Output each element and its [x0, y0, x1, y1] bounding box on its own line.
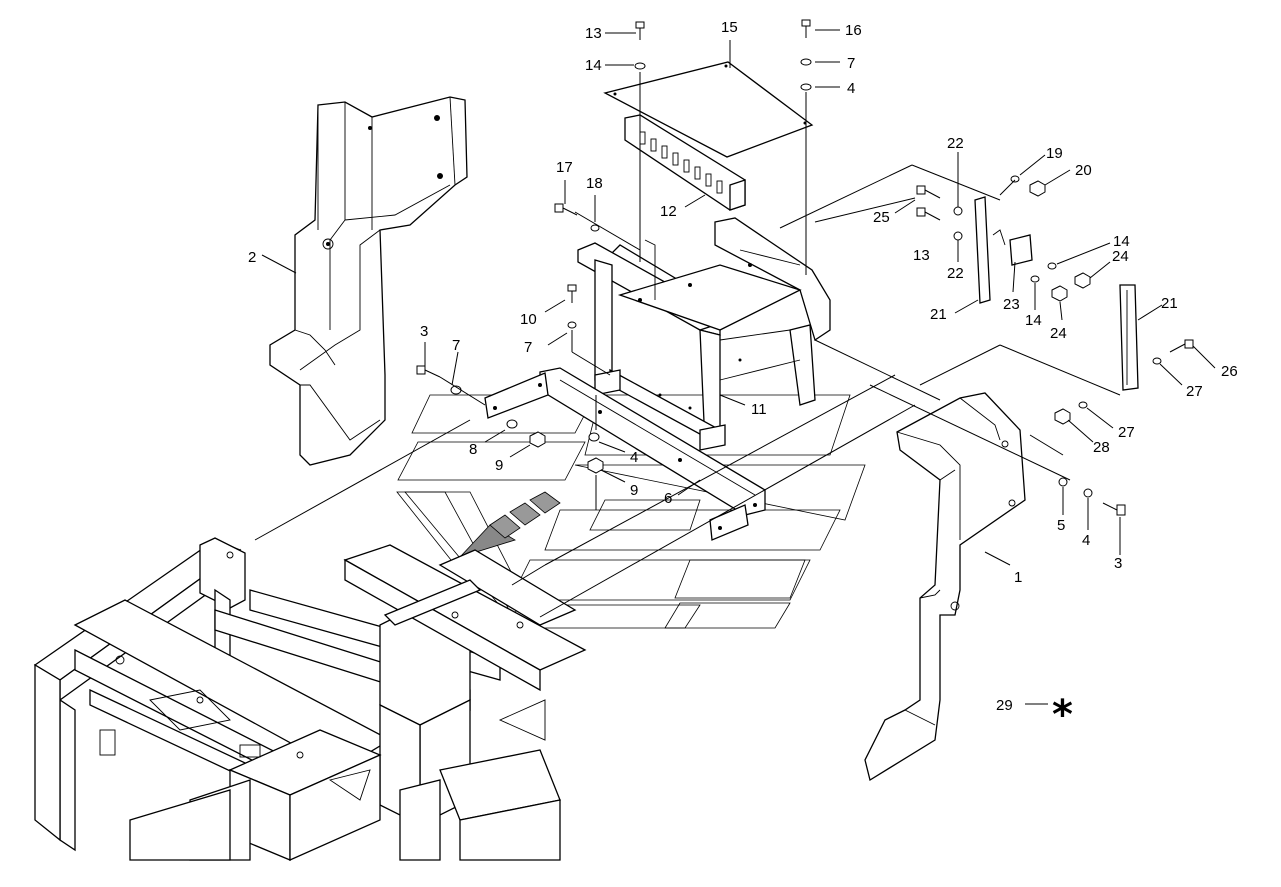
- callout-labels: 1 2 3 3 4 4 4 5 6 7 7 7 8 9 9 10 11 12 1…: [248, 19, 1238, 738]
- callout-29: 29: [996, 697, 1013, 714]
- callout-5: 5: [1057, 517, 1065, 534]
- callout-9: 9: [495, 457, 503, 474]
- callout-23: 23: [1003, 296, 1020, 313]
- callout-24: 24: [1112, 248, 1129, 265]
- callout-4: 4: [847, 80, 855, 97]
- callout-6: 6: [664, 490, 672, 507]
- callout-28: 28: [1093, 439, 1110, 456]
- direction-arrow: [458, 491, 561, 558]
- callout-12: 12: [660, 203, 677, 220]
- callout-11: 11: [751, 401, 767, 418]
- callout-14: 14: [1113, 233, 1130, 250]
- callout-22: 22: [947, 135, 964, 152]
- part-11-seat-frame: [577, 217, 831, 451]
- callout-4: 4: [630, 449, 638, 466]
- callout-24: 24: [1050, 325, 1067, 342]
- part-21-bracket-upper: [974, 196, 991, 304]
- leader-lines: [254, 29, 1216, 705]
- part-23-small-bracket: [992, 229, 1033, 266]
- callout-21: 21: [1161, 295, 1178, 312]
- callout-17: 17: [556, 159, 573, 176]
- part-2-left-panel: [269, 96, 468, 466]
- callout-27: 27: [1186, 383, 1203, 400]
- callout-14: 14: [1025, 312, 1042, 329]
- callout-25: 25: [873, 209, 890, 226]
- callout-7: 7: [847, 55, 855, 72]
- callout-13: 13: [585, 25, 602, 42]
- callout-21: 21: [930, 306, 947, 323]
- callout-15: 15: [721, 19, 738, 36]
- callout-7: 7: [524, 339, 532, 356]
- callout-22: 22: [947, 265, 964, 282]
- callout-26: 26: [1221, 363, 1238, 380]
- part-21-bracket-lower: [1119, 284, 1139, 391]
- part-15-cover-plate: [603, 61, 814, 158]
- fasteners: [416, 19, 1194, 516]
- callout-18: 18: [586, 175, 603, 192]
- callout-7: 7: [452, 337, 460, 354]
- callout-19: 19: [1046, 145, 1063, 162]
- callout-27: 27: [1118, 424, 1135, 441]
- callout-1: 1: [1014, 569, 1022, 586]
- callout-20: 20: [1075, 162, 1092, 179]
- callout-2: 2: [248, 249, 256, 266]
- asterisk-marker: *: [1052, 692, 1073, 738]
- chassis-frame: [33, 537, 587, 862]
- callout-4: 4: [1082, 532, 1090, 549]
- callout-14: 14: [585, 57, 602, 74]
- callout-16: 16: [845, 22, 862, 39]
- callout-3: 3: [420, 323, 428, 340]
- callout-8: 8: [469, 441, 477, 458]
- callout-10: 10: [520, 311, 537, 328]
- callout-9: 9: [630, 482, 638, 499]
- part-1-right-panel: [864, 392, 1026, 782]
- callout-3: 3: [1114, 555, 1122, 572]
- callout-13: 13: [913, 247, 930, 264]
